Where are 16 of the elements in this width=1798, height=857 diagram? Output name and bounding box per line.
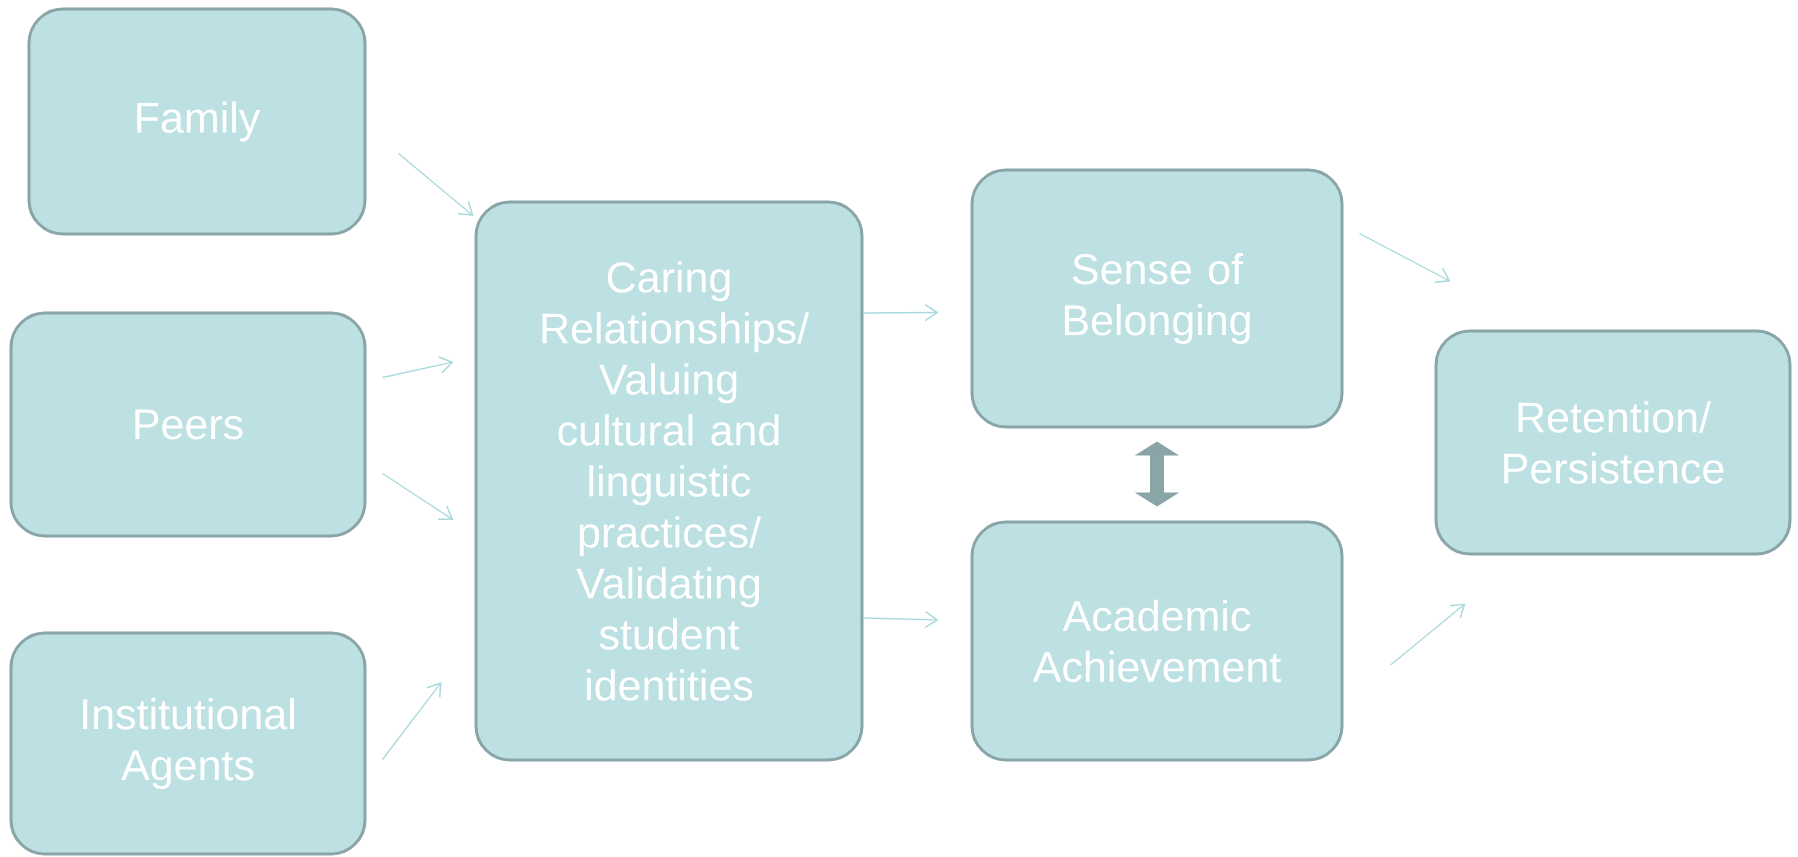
process-box: Sense of Belonging xyxy=(970,168,1344,429)
process-box: Peers xyxy=(9,311,367,538)
arrow xyxy=(381,682,442,761)
process-box: Family xyxy=(27,7,367,236)
process-box: Institutional Agents xyxy=(9,631,367,856)
arrow xyxy=(862,610,939,629)
arrow xyxy=(381,356,454,379)
arrow xyxy=(381,472,454,521)
process-box: Academic Achievement xyxy=(970,520,1344,762)
arrow xyxy=(1389,603,1466,666)
process-box: Caring Relationships/ Valuing cultural and linguistic practices/ Validating student identities xyxy=(474,200,864,762)
process-box: Retention/ Persistence xyxy=(1434,329,1792,556)
arrow xyxy=(862,303,939,322)
arrow xyxy=(1134,441,1180,507)
arrow xyxy=(397,152,474,216)
arrow xyxy=(1358,232,1451,284)
